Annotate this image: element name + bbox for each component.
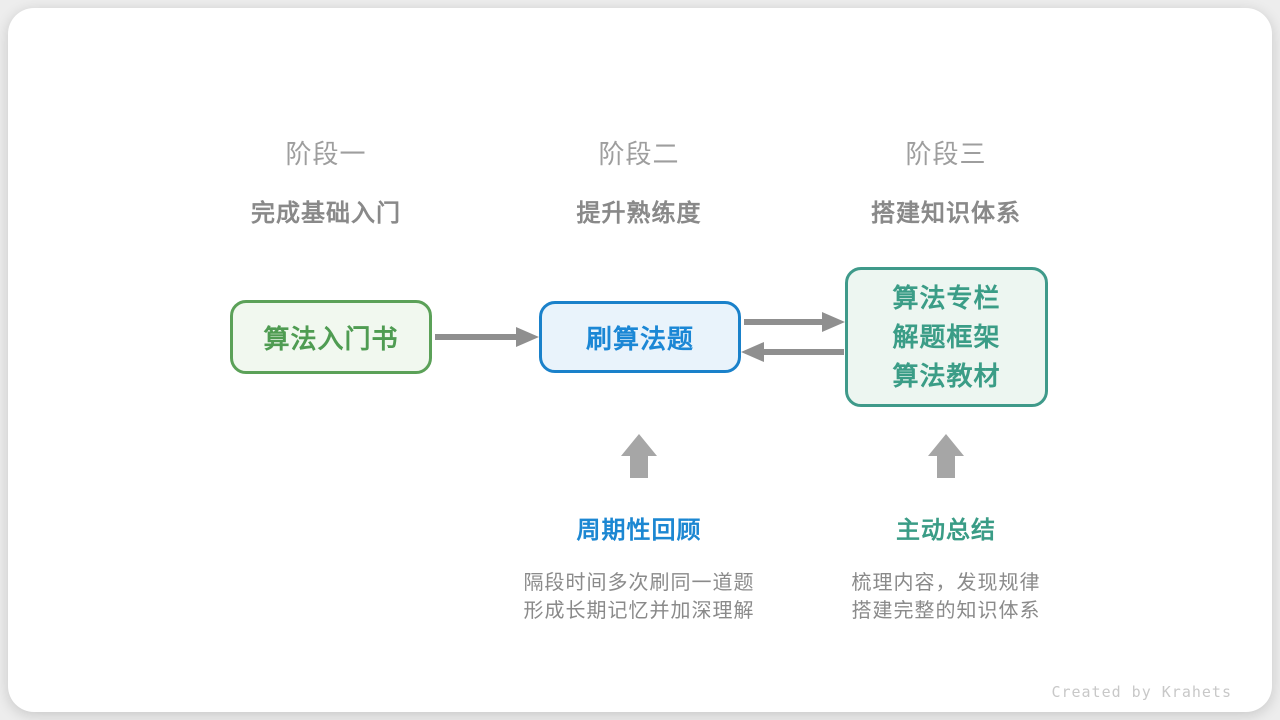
node-practice-problems: 刷算法题 (539, 301, 741, 373)
annotation-summarize: 主动总结 梳理内容，发现规律 搭建完整的知识体系 (786, 510, 1106, 625)
stage-2-header: 阶段二 提升熟练度 (489, 134, 789, 228)
node-resources-line-1: 算法专栏 (892, 282, 1001, 313)
node-resources-line-2: 解题框架 (892, 321, 1001, 352)
node-intro-book-label: 算法入门书 (263, 323, 399, 354)
stage-2-subtitle: 提升熟练度 (576, 200, 702, 227)
annotation-review-desc: 隔段时间多次刷同一道题 形成长期记忆并加深理解 (479, 569, 799, 625)
stage-3-subtitle: 搭建知识体系 (871, 200, 1021, 227)
credit-text: Created by Krahets (1051, 683, 1232, 701)
stage-3-header: 阶段三 搭建知识体系 (796, 134, 1096, 228)
annotation-review-desc-line-2: 形成长期记忆并加深理解 (523, 600, 755, 622)
annotation-review: 周期性回顾 隔段时间多次刷同一道题 形成长期记忆并加深理解 (479, 510, 799, 625)
node-practice-problems-label: 刷算法题 (585, 323, 694, 354)
annotation-summarize-desc: 梳理内容，发现规律 搭建完整的知识体系 (786, 569, 1106, 625)
annotation-review-desc-line-1: 隔段时间多次刷同一道题 (523, 572, 755, 594)
node-intro-book: 算法入门书 (230, 300, 432, 374)
stage-3-label: 阶段三 (905, 139, 987, 169)
annotation-summarize-desc-line-2: 搭建完整的知识体系 (851, 600, 1041, 622)
node-resources-line-3: 算法教材 (892, 360, 1001, 391)
node-resources: 算法专栏 解题框架 算法教材 (845, 267, 1048, 407)
annotation-summarize-desc-line-1: 梳理内容，发现规律 (851, 572, 1041, 594)
annotation-review-title: 周期性回顾 (576, 517, 702, 544)
diagram-card: 阶段一 完成基础入门 阶段二 提升熟练度 阶段三 搭建知识体系 算法入门书 刷算… (8, 8, 1272, 712)
stage-1-label: 阶段一 (285, 139, 367, 169)
stage-1-header: 阶段一 完成基础入门 (176, 134, 476, 228)
annotation-summarize-title: 主动总结 (896, 517, 996, 544)
stage-2-label: 阶段二 (598, 139, 680, 169)
stage-1-subtitle: 完成基础入门 (251, 200, 401, 227)
